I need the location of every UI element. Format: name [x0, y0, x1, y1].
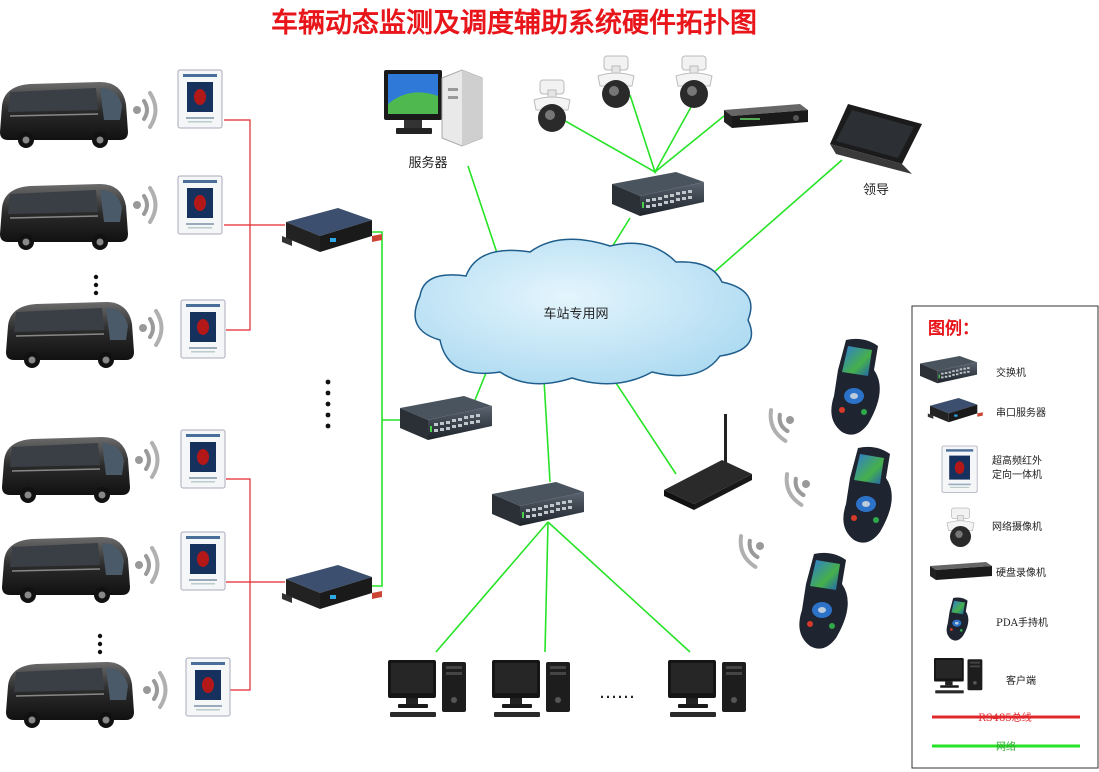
dome-camera-1 — [533, 79, 571, 133]
wireless-icon — [141, 671, 168, 709]
rfid-reader-1 — [177, 69, 223, 129]
bus-3 — [5, 301, 135, 369]
serial-server-1 — [282, 208, 382, 252]
bus-2 — [0, 183, 129, 251]
legend-label-switch: 交换机 — [996, 366, 1026, 379]
bus-1 — [0, 81, 129, 149]
wireless-icon — [734, 526, 773, 572]
wireless-icon — [780, 464, 819, 510]
bus-6 — [5, 661, 135, 729]
leader-label: 领导 — [863, 183, 889, 198]
legend-reader-icon — [941, 445, 978, 493]
station-network-cloud — [414, 238, 753, 385]
wireless-icon — [133, 441, 160, 479]
legend: 图例： 交换机 串口服务器 超高频红外 定向一体机 网络摄像机 硬盘录像机 PD… — [911, 305, 1099, 769]
server-label: 服务器 — [408, 155, 447, 171]
rs485-bus-lines — [224, 119, 285, 691]
legend-label-reader-2: 定向一体机 — [992, 468, 1042, 481]
cloud-label: 车站专用网 — [543, 306, 608, 322]
legend-label-reader-1: 超高频红外 — [992, 454, 1042, 467]
legend-label-dvr: 硬盘录像机 — [996, 566, 1046, 579]
wireless-icon — [764, 400, 803, 446]
legend-dvr-icon — [930, 562, 992, 580]
wireless-icon — [133, 546, 160, 584]
pda-device-1 — [831, 338, 880, 435]
legend-label-serial: 串口服务器 — [996, 406, 1046, 419]
client-ellipsis: …… — [599, 682, 635, 703]
pda-device-2 — [843, 446, 892, 543]
legend-label-rs485: RS485总线 — [978, 711, 1031, 724]
diagram-title: 车辆动态监测及调度辅助系统硬件拓扑图 — [271, 7, 757, 39]
dome-camera-2 — [597, 55, 635, 109]
bus-5 — [1, 536, 131, 604]
legend-label-network: 网络 — [996, 740, 1016, 753]
server-computer — [384, 69, 483, 147]
dome-camera-3 — [675, 55, 713, 109]
client-pc-1 — [388, 660, 466, 717]
network-lines — [372, 94, 843, 653]
ellipsis-dots-bus — [93, 274, 103, 655]
rfid-reader-5 — [180, 531, 226, 591]
switch-bottom — [492, 482, 584, 526]
rfid-reader-3 — [180, 299, 226, 359]
legend-label-camera: 网络摄像机 — [992, 520, 1042, 533]
bus-4 — [1, 436, 131, 504]
rfid-reader-2 — [177, 175, 223, 235]
rfid-reader-6 — [185, 657, 231, 717]
laptop — [830, 104, 922, 174]
client-pc-2 — [492, 660, 570, 717]
legend-heading: 图例： — [928, 318, 979, 339]
wireless-router — [664, 414, 752, 510]
ellipsis-dots-serial — [325, 379, 331, 429]
wireless-icon — [137, 309, 164, 347]
legend-label-client: 客户端 — [1006, 674, 1036, 687]
client-pc-3 — [668, 660, 746, 717]
pda-device-3 — [799, 552, 848, 649]
switch-top — [612, 172, 704, 216]
serial-server-2 — [282, 565, 382, 609]
wireless-icon — [131, 91, 158, 129]
legend-label-pda: PDA手持机 — [996, 616, 1048, 629]
switch-left — [400, 396, 492, 440]
dvr-recorder — [724, 104, 808, 128]
rfid-reader-4 — [180, 429, 226, 489]
wireless-icon — [131, 186, 158, 224]
